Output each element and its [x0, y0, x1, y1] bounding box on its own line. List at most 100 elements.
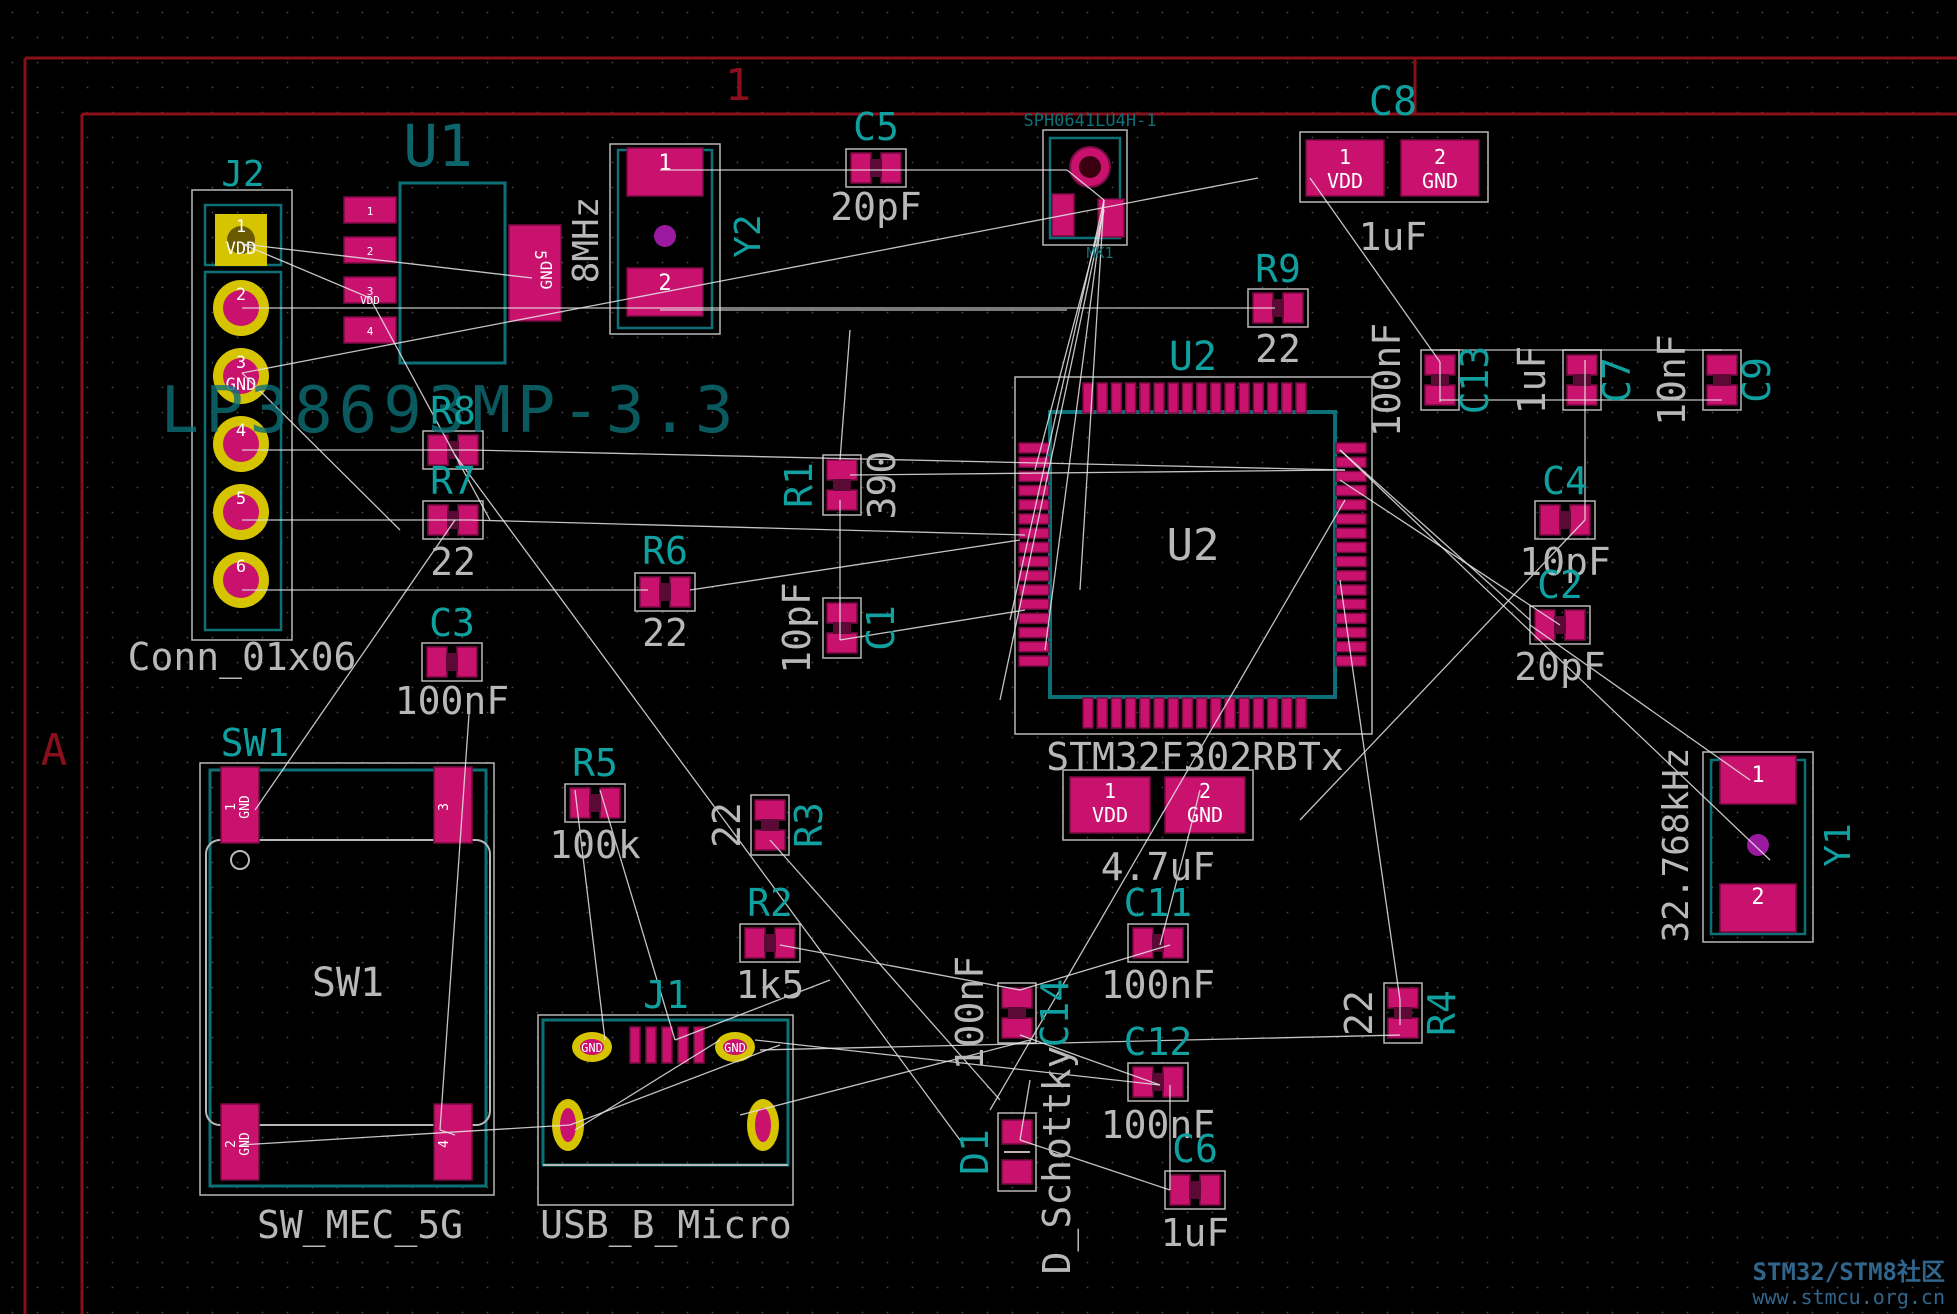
pad-2[interactable]: [669, 576, 691, 608]
pin-pad-right[interactable]: [1335, 527, 1367, 539]
pad-5[interactable]: [508, 224, 562, 322]
pin-pad-right[interactable]: [1335, 598, 1367, 610]
pin-pad-left[interactable]: [1018, 470, 1050, 483]
pin-pad-top[interactable]: [1224, 382, 1236, 414]
pad-1[interactable]: [626, 147, 704, 197]
pad-2[interactable]: [1400, 139, 1480, 197]
pad-2[interactable]: [1162, 1066, 1184, 1098]
usb-signal-pad[interactable]: [645, 1026, 657, 1064]
pad-2[interactable]: [1282, 292, 1304, 324]
usb-signal-pad[interactable]: [661, 1026, 673, 1064]
pin-pad-right[interactable]: [1335, 499, 1367, 511]
pad-3[interactable]: [433, 766, 473, 844]
pad-2[interactable]: [1001, 1159, 1033, 1185]
pin-pad-top[interactable]: [1195, 382, 1208, 414]
pin-pad-bottom[interactable]: [1266, 697, 1279, 729]
pin-pad-top[interactable]: [1252, 382, 1265, 414]
usb-signal-pad[interactable]: [693, 1026, 705, 1064]
pin-pad-right[interactable]: [1335, 626, 1367, 639]
pin-pad-bottom[interactable]: [1195, 697, 1208, 729]
pin-pad-bottom[interactable]: [1110, 697, 1123, 729]
pad-1[interactable]: [1001, 987, 1033, 1009]
pad-1[interactable]: [343, 196, 397, 224]
footprint-r6[interactable]: [634, 572, 696, 612]
footprint-d1[interactable]: [997, 1112, 1037, 1192]
footprint-y1[interactable]: 12: [1702, 751, 1814, 943]
pad-2[interactable]: [880, 152, 902, 184]
pad-1[interactable]: [426, 646, 448, 678]
pin-pad-right[interactable]: [1335, 570, 1367, 582]
pin-pad-right[interactable]: [1335, 513, 1367, 525]
pin-pad-top[interactable]: [1266, 382, 1279, 414]
pin-pad-top[interactable]: [1210, 382, 1222, 414]
pad-2[interactable]: [1199, 1174, 1221, 1206]
pin-pad-top[interactable]: [1238, 382, 1250, 414]
pad-2[interactable]: [599, 787, 621, 819]
footprint-r5[interactable]: [564, 783, 626, 823]
pin-pad-right[interactable]: [1335, 641, 1367, 653]
pad-2[interactable]: [1566, 384, 1598, 406]
pin-pad-bottom[interactable]: [1295, 697, 1307, 729]
pad-2[interactable]: [774, 927, 796, 959]
pin-pad-top[interactable]: [1295, 382, 1307, 414]
footprint-r1[interactable]: [822, 454, 862, 516]
pad-1[interactable]: [754, 799, 786, 821]
pin-pad-left[interactable]: [1018, 555, 1050, 568]
pin-pad-bottom[interactable]: [1181, 697, 1194, 729]
pin-pad-left[interactable]: [1018, 541, 1050, 554]
pad-2[interactable]: [826, 632, 858, 654]
pin-pad-top[interactable]: [1139, 382, 1151, 414]
pin-pad-left[interactable]: [1018, 570, 1050, 582]
pad-2[interactable]: [1706, 384, 1738, 406]
usb-signal-pad[interactable]: [629, 1026, 641, 1064]
pad-1[interactable]: [569, 787, 591, 819]
pin-pad-top[interactable]: [1181, 382, 1194, 414]
pad-1[interactable]: [1706, 354, 1738, 376]
pin-pad-right[interactable]: [1335, 612, 1367, 625]
pad-2[interactable]: [1001, 1017, 1033, 1039]
footprint-r3[interactable]: [750, 794, 790, 856]
pin-pad-bottom[interactable]: [1082, 697, 1094, 729]
pin-pad-bottom[interactable]: [1139, 697, 1151, 729]
footprint-y2[interactable]: 12: [609, 143, 721, 335]
pin-pad-right[interactable]: [1335, 442, 1367, 454]
pin-pad-bottom[interactable]: [1252, 697, 1265, 729]
pad-1[interactable]: [826, 602, 858, 624]
pin-pad-left[interactable]: [1018, 442, 1050, 454]
pin-pad-bottom[interactable]: [1153, 697, 1165, 729]
pad-1[interactable]: [1719, 755, 1797, 805]
pin-pad-left[interactable]: [1018, 612, 1050, 625]
footprint-c5[interactable]: [845, 148, 907, 188]
pad-1[interactable]: [850, 152, 872, 184]
pin-pad-right[interactable]: [1335, 541, 1367, 554]
pad-2[interactable]: [220, 1103, 260, 1181]
pad-1[interactable]: [1387, 987, 1419, 1009]
pin-pad-top[interactable]: [1124, 382, 1137, 414]
pad-1[interactable]: [1001, 1119, 1033, 1145]
pin-pad-right[interactable]: [1335, 470, 1367, 483]
footprint-c6[interactable]: [1164, 1170, 1226, 1210]
pin-pad-bottom[interactable]: [1210, 697, 1222, 729]
pin-pad-left[interactable]: [1018, 484, 1050, 497]
pin-pad-top[interactable]: [1082, 382, 1094, 414]
pin-pad-right[interactable]: [1335, 456, 1367, 468]
pad-1[interactable]: [639, 576, 661, 608]
pin-pad-bottom[interactable]: [1167, 697, 1179, 729]
pad-1[interactable]: [1069, 776, 1151, 834]
pin-pad-left[interactable]: [1018, 626, 1050, 639]
pad-2[interactable]: [826, 489, 858, 511]
pin-pad-bottom[interactable]: [1281, 697, 1293, 729]
pad-2[interactable]: [1719, 883, 1797, 933]
pin-pad-bottom[interactable]: [1238, 697, 1250, 729]
footprint-c14[interactable]: [997, 982, 1037, 1044]
pin-pad-top[interactable]: [1110, 382, 1123, 414]
footprint-c3[interactable]: [421, 642, 483, 682]
pad-2[interactable]: [1564, 609, 1586, 641]
